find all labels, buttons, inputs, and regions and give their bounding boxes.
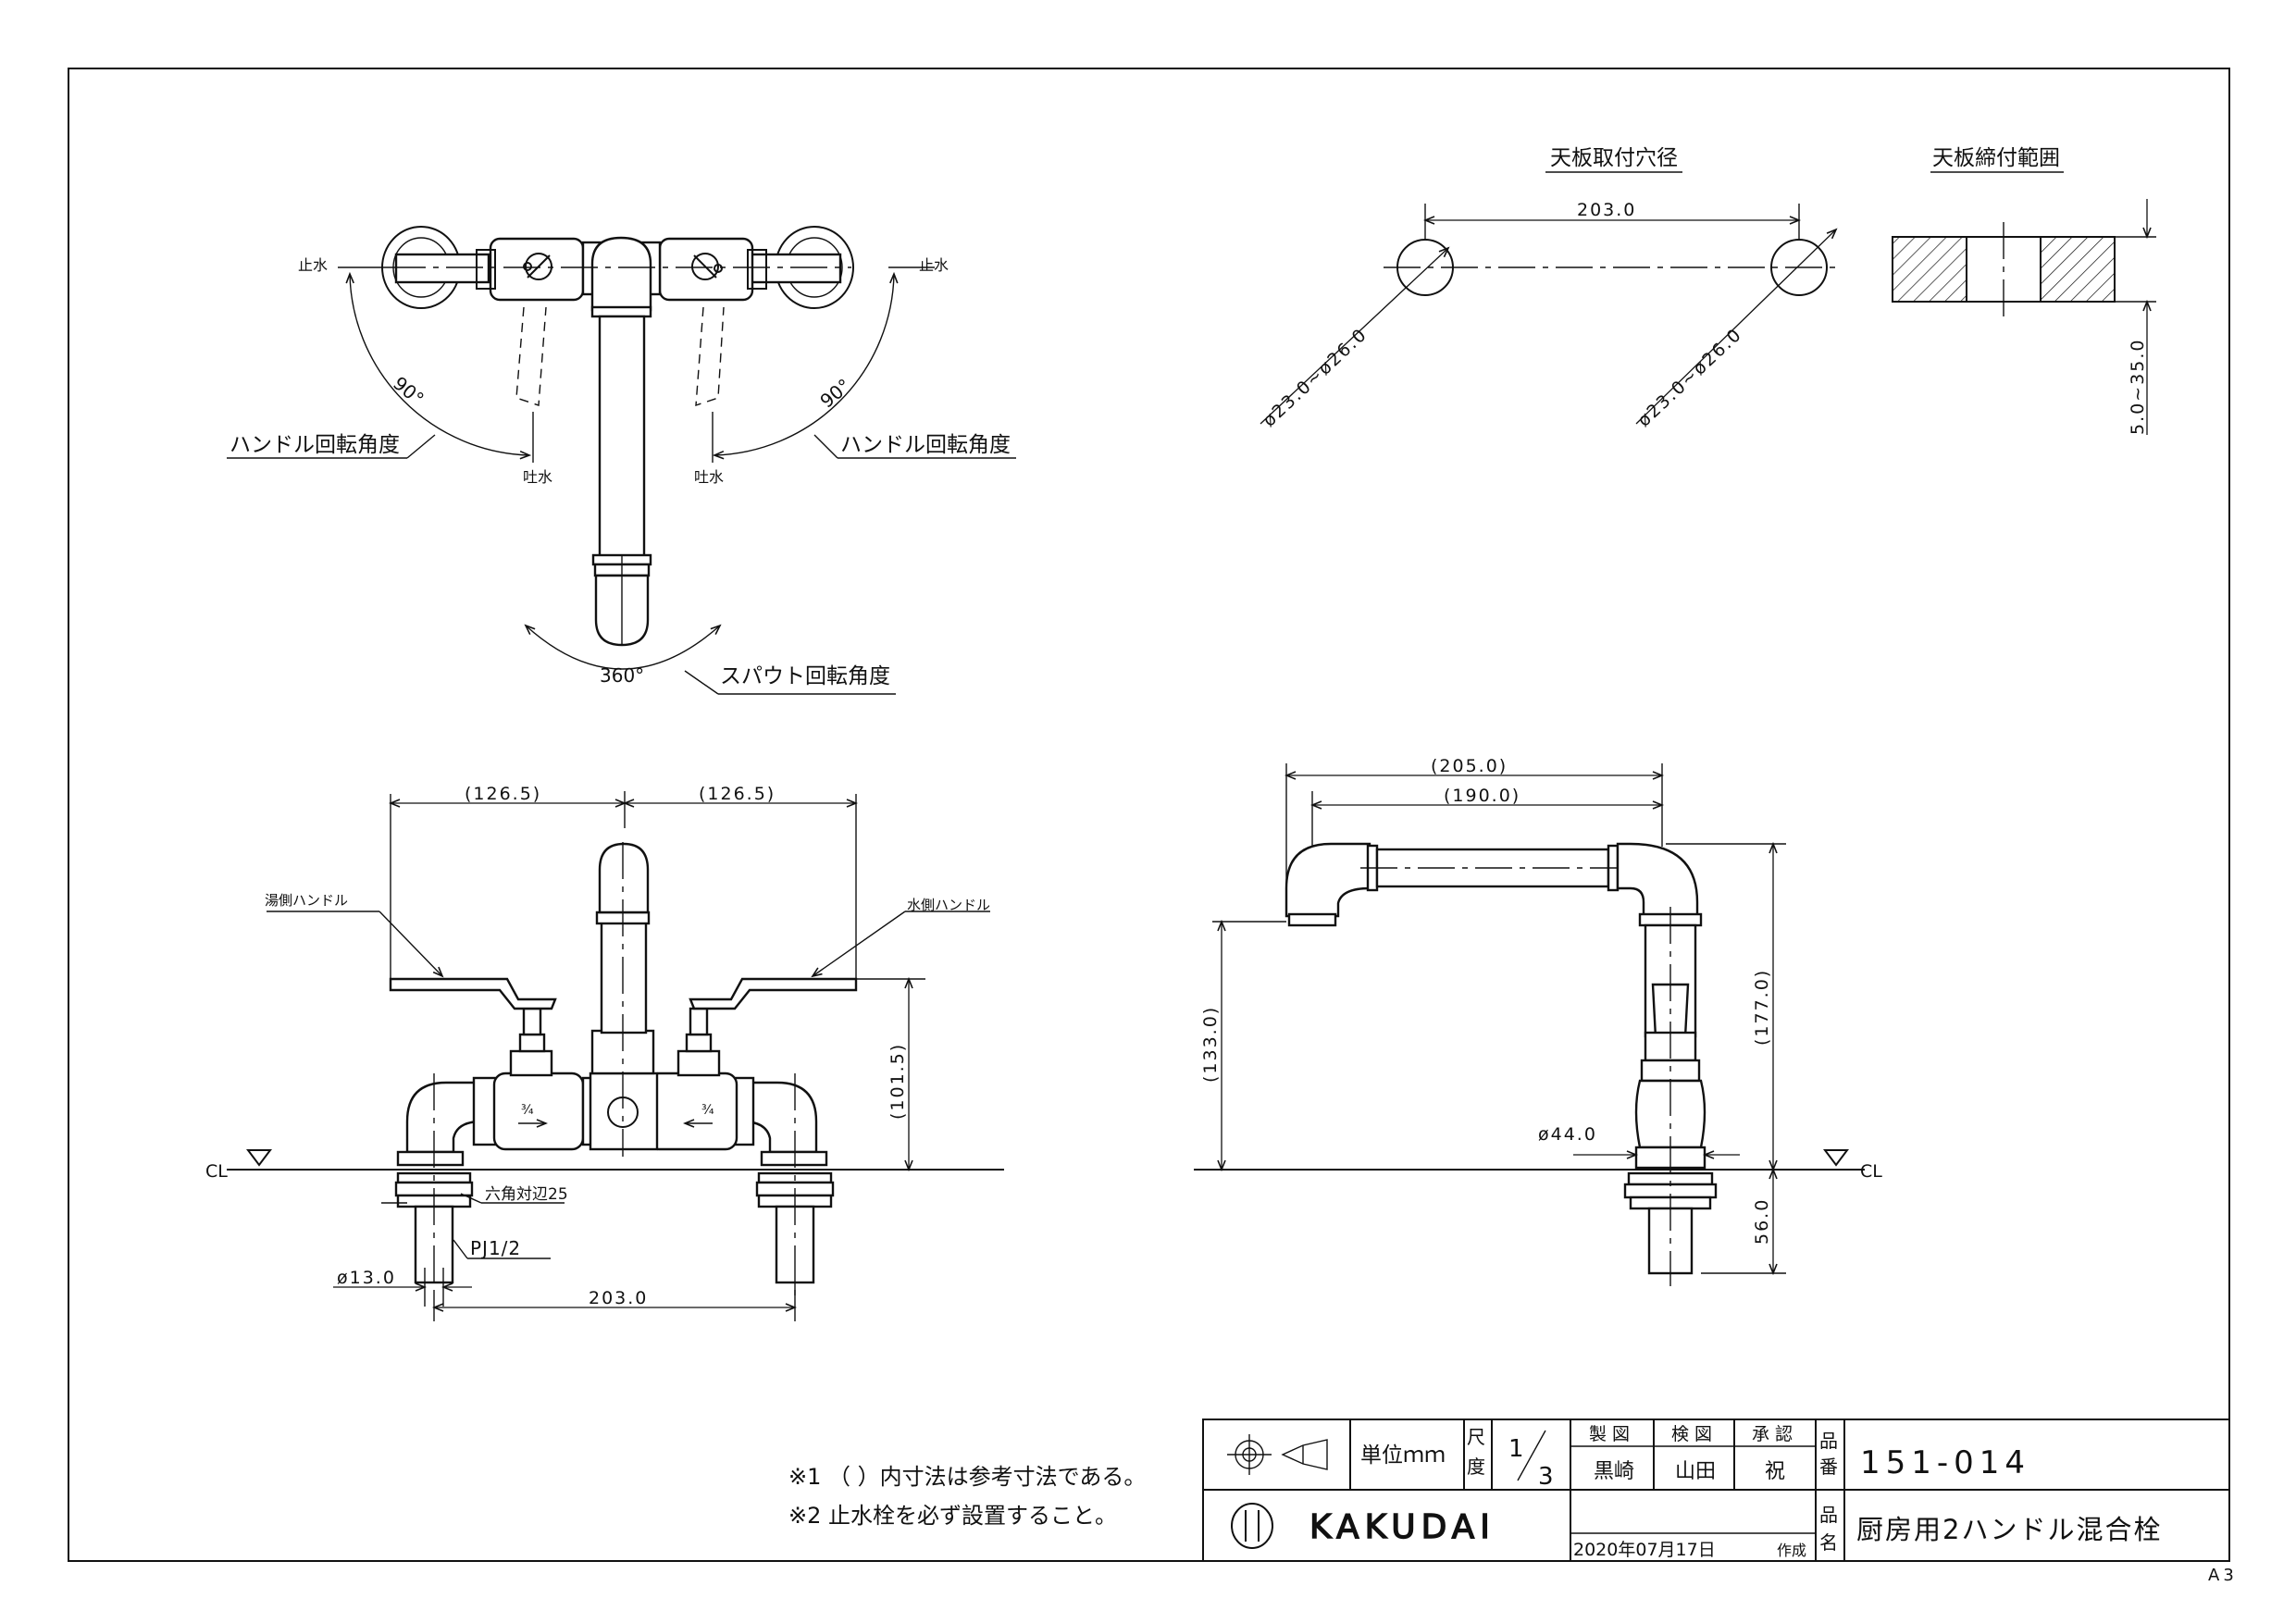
- scale-label-1: 尺: [1467, 1426, 1485, 1448]
- cl-label-right: CL: [1860, 1161, 1882, 1182]
- note-1: ※1 （ ）内寸法は参考寸法である。: [788, 1464, 1146, 1490]
- dim-side-44: ø44.0: [1538, 1124, 1597, 1145]
- svg-text:¾: ¾: [701, 1103, 714, 1118]
- handle-rotation-label-left: ハンドル回転角度: [230, 433, 400, 457]
- unit-label: 単位ｍｍ: [1360, 1443, 1446, 1468]
- company-name: KAKUDAI: [1309, 1508, 1496, 1546]
- dim-front-half-left: (126.5): [465, 784, 541, 804]
- dim-side-190: (190.0): [1444, 786, 1520, 806]
- part-no-label-2: 番: [1819, 1456, 1838, 1478]
- dim-hole-dia-left: ø23.0~ø26.0: [1259, 324, 1371, 431]
- note-2: ※2 止水栓を必ず設置すること。: [788, 1503, 1117, 1529]
- scale-numerator: 1: [1508, 1435, 1524, 1463]
- hot-handle-label: 湯側ハンドル: [265, 892, 348, 909]
- checked-header: 検 図: [1671, 1424, 1712, 1444]
- title-block: [1202, 1419, 2230, 1562]
- stop-label-right: 止水: [919, 256, 949, 274]
- scale-label-2: 度: [1467, 1456, 1485, 1478]
- dim-side-133: (133.0): [1200, 1006, 1221, 1083]
- dim-hole-pitch: 203.0: [1577, 200, 1636, 220]
- stop-label-left: 止水: [298, 256, 328, 274]
- part-no-label-1: 品: [1819, 1430, 1838, 1452]
- dim-side-56: 56.0: [1752, 1198, 1772, 1245]
- dim-side-177: (177.0): [1752, 969, 1772, 1046]
- dim-side-205: (205.0): [1431, 756, 1508, 776]
- clamp-range-title: 天板締付範囲: [1932, 146, 2060, 170]
- product-label-2: 名: [1819, 1531, 1838, 1554]
- dim-pipe-dia: ø13.0: [337, 1268, 396, 1288]
- handle-rotation-label-right: ハンドル回転角度: [840, 433, 1011, 457]
- drawn-header: 製 図: [1589, 1424, 1630, 1444]
- created-suffix: 作成: [1777, 1542, 1806, 1559]
- dim-front-height: (101.5): [887, 1043, 908, 1120]
- part-no: 151-014: [1860, 1444, 2030, 1481]
- dim-front-half-right: (126.5): [699, 784, 776, 804]
- product-name: 厨房用2ハンドル混合栓: [1856, 1514, 2162, 1545]
- dim-clamp-range: 5.0~35.0: [2128, 339, 2148, 435]
- spout-rotation-label: スパウト回転角度: [720, 664, 890, 688]
- side-view: [1194, 763, 1865, 1286]
- angle-90-left: 90°: [389, 372, 428, 410]
- approved-header: 承 認: [1752, 1424, 1793, 1444]
- svg-text:¾: ¾: [521, 1103, 534, 1118]
- mount-hole-detail: [1260, 171, 2156, 435]
- checked-by: 山田: [1675, 1460, 1716, 1483]
- discharge-label-left: 吐水: [523, 468, 552, 486]
- mount-hole-title: 天板取付穴径: [1550, 146, 1678, 170]
- cold-handle-label: 水側ハンドル: [907, 897, 990, 913]
- top-view: [227, 226, 1016, 695]
- hex-size-label: 六角対辺25: [485, 1185, 568, 1204]
- front-view: ¾ ¾: [227, 791, 1004, 1321]
- drawing-border: [68, 68, 2230, 1562]
- angle-90-right: 90°: [815, 374, 855, 412]
- scale-denominator: 3: [1538, 1463, 1554, 1491]
- approved-by: 祝: [1765, 1460, 1785, 1483]
- dim-front-pitch: 203.0: [589, 1288, 648, 1308]
- product-label-1: 品: [1819, 1504, 1838, 1526]
- created-date: 2020年07月17日: [1573, 1540, 1716, 1560]
- pj-label: PJ1/2: [470, 1237, 521, 1259]
- angle-360-label: 360°: [600, 664, 644, 687]
- cl-label-left: CL: [205, 1161, 228, 1182]
- dim-hole-dia-right: ø23.0~ø26.0: [1633, 324, 1746, 431]
- discharge-label-right: 吐水: [694, 468, 724, 486]
- paper-size-label: A3: [2208, 1566, 2238, 1585]
- drawn-by: 黒崎: [1594, 1460, 1634, 1483]
